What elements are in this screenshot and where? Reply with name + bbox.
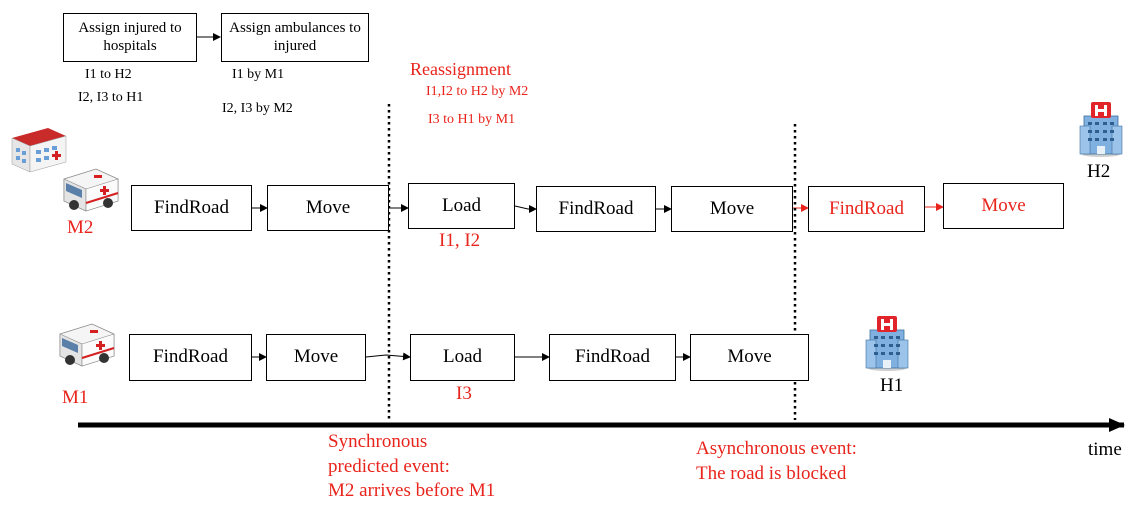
m2-findroad-box: FindRoad [131,185,252,231]
sync-line-1: Synchronous [328,431,428,452]
m2-arrow-3 [514,205,537,213]
m1-move-box-2: Move [690,334,809,381]
plan-result-3: I1 by M1 [232,67,285,82]
assign-ambulances-box: Assign ambulances to injured [221,13,369,62]
hospital-building-icon-h1 [865,316,909,371]
m1-load-box: Load [410,334,515,381]
m2-move-box-3: Move [943,183,1064,229]
m1-arrow-2 [365,352,411,361]
hospital-icon [11,128,67,173]
m1-load-note: I3 [456,383,472,404]
m2-move-box: Move [267,185,389,231]
m2-findroad-box-2: FindRoad [536,186,656,232]
m1-move-box: Move [266,334,366,381]
m2-move-box-2: Move [671,186,793,232]
reassignment-line-2: I3 to H1 by M1 [428,112,516,127]
m2-findroad-box-3: FindRoad [808,186,925,232]
m1-findroad-box-2: FindRoad [549,334,676,381]
m1-label: M1 [62,387,89,408]
sync-line-3: M2 arrives before M1 [328,480,496,502]
m2-label: M2 [67,217,94,238]
plan-result-4: I2, I3 by M2 [222,101,293,116]
time-axis-label: time [1088,439,1122,460]
async-event-text: Asynchronous event: The road is blocked [696,437,857,486]
plan-result-2: I2, I3 to H1 [78,90,144,105]
async-line-2: The road is blocked [696,462,847,484]
hospital-building-icon-h2 [1079,102,1123,157]
h1-label: H1 [880,375,904,396]
reassignment-title: Reassignment [410,59,511,79]
reassignment-line-1: I1,I2 to H2 by M2 [426,84,529,99]
ambulance-icon-m2 [63,168,119,212]
m2-load-note: I1, I2 [439,230,481,251]
ambulance-icon-m1 [59,323,115,367]
h2-label: H2 [1087,161,1111,182]
plan-result-1: I1 to H2 [85,67,132,82]
sync-line-2: predicted event: [328,455,450,477]
async-line-1: Asynchronous event: [696,438,857,459]
sync-event-text: Synchronous predicted event: M2 arrives … [328,430,495,504]
m1-findroad-box: FindRoad [129,334,252,381]
assign-injured-box: Assign injured to hospitals [63,13,197,62]
m2-load-box: Load [408,183,515,229]
